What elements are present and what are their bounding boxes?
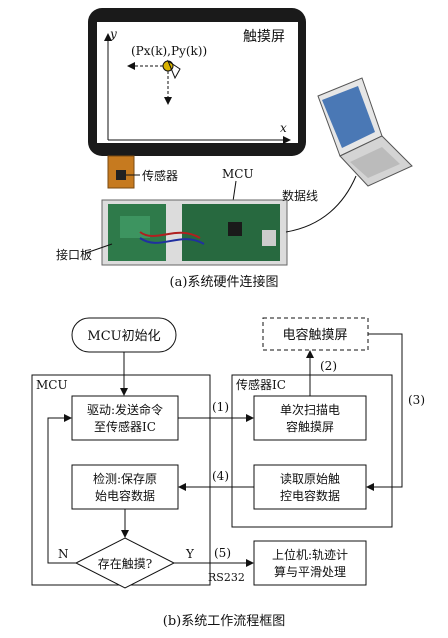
circuit-boards [101,199,288,266]
detect-line-2: 始电容数据 [95,488,155,503]
step-2-label: (2) [320,359,337,373]
mcu-group-label: MCU [36,378,68,392]
host-line-1: 上位机:轨迹计 [272,547,348,562]
read-line-1: 读取原始触 [280,472,340,486]
axis-y-label: y [109,27,117,41]
detect-line-1: 检测:保存原 [93,471,157,486]
rs232-label: RS232 [208,571,245,584]
touch-point-marker [127,59,181,105]
read-node [253,464,367,510]
drive-line-1: 驱动:发送命令 [87,402,163,417]
scan-line-1: 单次扫描电 [280,403,340,417]
detect-node [71,464,179,510]
sensor-label: 传感器 [142,168,178,183]
step-5-label: (5) [214,546,231,560]
cap-screen-label: 电容触摸屏 [282,327,347,343]
laptop [317,77,413,187]
host-line-2: 算与平滑处理 [274,564,346,579]
step-3-label: (3) [408,393,425,407]
yes-label: Y [185,547,195,561]
sensor-flex-cable [107,155,135,189]
step-1-label: (1) [212,400,229,414]
mcu-label: MCU [222,167,254,181]
step-4-label: (4) [212,469,229,483]
sensor-group-box [231,374,393,528]
read-line-2: 控电容数据 [280,488,340,503]
flow-arrows [47,333,403,567]
touch-point-label: (Px(k),Py(k)) [131,44,207,58]
drive-line-2: 至传感器IC [94,419,156,434]
scan-line-2: 容触摸屏 [286,419,334,434]
axes [104,33,291,144]
mcu-init-label: MCU初始化 [87,329,160,344]
caption-flow: (b)系统工作流程框图 [163,614,285,629]
host-node [253,540,367,586]
data-cable [285,175,357,233]
sensor-group-label: 传感器IC [236,377,286,392]
no-label: N [58,547,69,561]
scan-node [253,395,367,441]
axis-x-label: x [280,121,287,135]
decision-label: 存在触摸? [98,557,152,571]
decision-node [74,537,176,589]
dataline-label: 数据线 [282,188,318,203]
caption-hardware: (a)系统硬件连接图 [170,274,279,290]
touchscreen-label: 触摸屏 [243,29,285,45]
interface-board-label: 接口板 [56,247,92,262]
interface-pointer [85,243,113,254]
touchscreen-device [88,8,306,156]
